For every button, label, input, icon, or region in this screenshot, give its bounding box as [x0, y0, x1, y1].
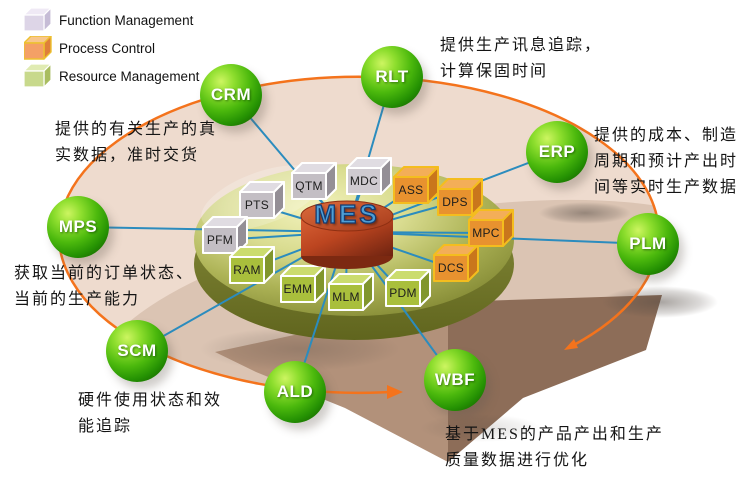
sphere-mps: MPS — [47, 196, 109, 258]
sphere-label-crm: CRM — [210, 85, 252, 104]
cube-qtm — [291, 162, 337, 200]
cube-label-qtm: QTM — [295, 179, 323, 193]
legend-item-resource-management: Resource Management — [24, 62, 199, 90]
cube-label-pts: PTS — [244, 198, 270, 212]
cube-label-pfm: PFM — [206, 233, 234, 247]
shadow-under-plm — [602, 286, 718, 318]
cube-pfm — [202, 216, 248, 254]
sphere-label-scm: SCM — [117, 341, 157, 360]
mes-hub-label: MES — [314, 198, 380, 229]
sphere-label-plm: PLM — [629, 234, 667, 253]
legend-label-resource-management: Resource Management — [59, 68, 200, 84]
legend-item-function-management: Function Management — [24, 6, 199, 34]
sphere-erp: ERP — [526, 121, 588, 183]
sphere-scm: SCM — [106, 320, 168, 382]
note-erp: 提供的成本、制造 周期和预计产出时 间等实时生产数据 — [594, 127, 739, 196]
legend: Function Management Process Control Re — [24, 6, 199, 90]
legend-item-process-control: Process Control — [24, 34, 199, 62]
function-management-cube-icon — [24, 8, 52, 32]
sphere-plm: PLM — [617, 213, 679, 275]
cube-label-dcs: DCS — [437, 261, 465, 275]
sphere-label-rlt: RLT — [375, 67, 409, 86]
cube-label-ass: ASS — [398, 183, 424, 197]
cube-pts — [239, 181, 285, 219]
shadow-bottom — [420, 414, 540, 442]
legend-label-process-control: Process Control — [59, 40, 156, 56]
cube-label-mdc: MDC — [349, 174, 379, 188]
sphere-crm: CRM — [200, 64, 262, 126]
cube-dcs — [433, 244, 479, 282]
orbit-arrowhead-right — [564, 339, 578, 350]
cube-ram — [229, 246, 275, 284]
cube-label-emm: EMM — [283, 282, 313, 296]
sphere-label-ald: ALD — [276, 382, 314, 401]
cube-label-mlm: MLM — [332, 290, 360, 304]
cube-ass — [393, 166, 439, 204]
legend-label-function-management: Function Management — [59, 12, 194, 28]
mes-cylinder — [300, 200, 394, 269]
orbit-arrowhead-bottom — [387, 385, 403, 399]
resource-management-cube-icon — [24, 64, 52, 88]
cube-label-dps: DPS — [442, 195, 468, 209]
sphere-ald: ALD — [264, 361, 326, 423]
process-control-cube-icon — [24, 36, 52, 60]
cube-mpc — [468, 209, 514, 247]
cube-label-mpc: MPC — [472, 226, 500, 240]
sphere-label-erp: ERP — [538, 142, 576, 161]
note-mps: 获取当前的订单状态、 当前的生产能力 — [14, 265, 195, 308]
shadow-under-erp — [539, 202, 631, 224]
cube-label-pdm: PDM — [389, 286, 417, 300]
sphere-wbf: WBF — [424, 349, 486, 411]
cube-mlm — [328, 273, 374, 311]
wedge-dark — [448, 295, 662, 462]
cube-pdm — [385, 269, 431, 307]
note-wbf: 基于MES的产品产出和生产 质量数据进行优化 — [445, 426, 664, 469]
cube-label-ram: RAM — [233, 263, 261, 277]
cube-dps — [437, 178, 483, 216]
cube-mdc — [346, 157, 392, 195]
sphere-label-wbf: WBF — [434, 370, 476, 389]
note-scm: 硬件使用状态和效 能追踪 — [78, 392, 223, 435]
sphere-rlt: RLT — [361, 46, 423, 108]
note-rlt: 提供生产讯息追踪， 计算保固时间 — [440, 37, 603, 80]
sphere-label-mps: MPS — [58, 217, 98, 236]
note-crm: 提供的有关生产的真 实数据，准时交货 — [55, 121, 218, 164]
